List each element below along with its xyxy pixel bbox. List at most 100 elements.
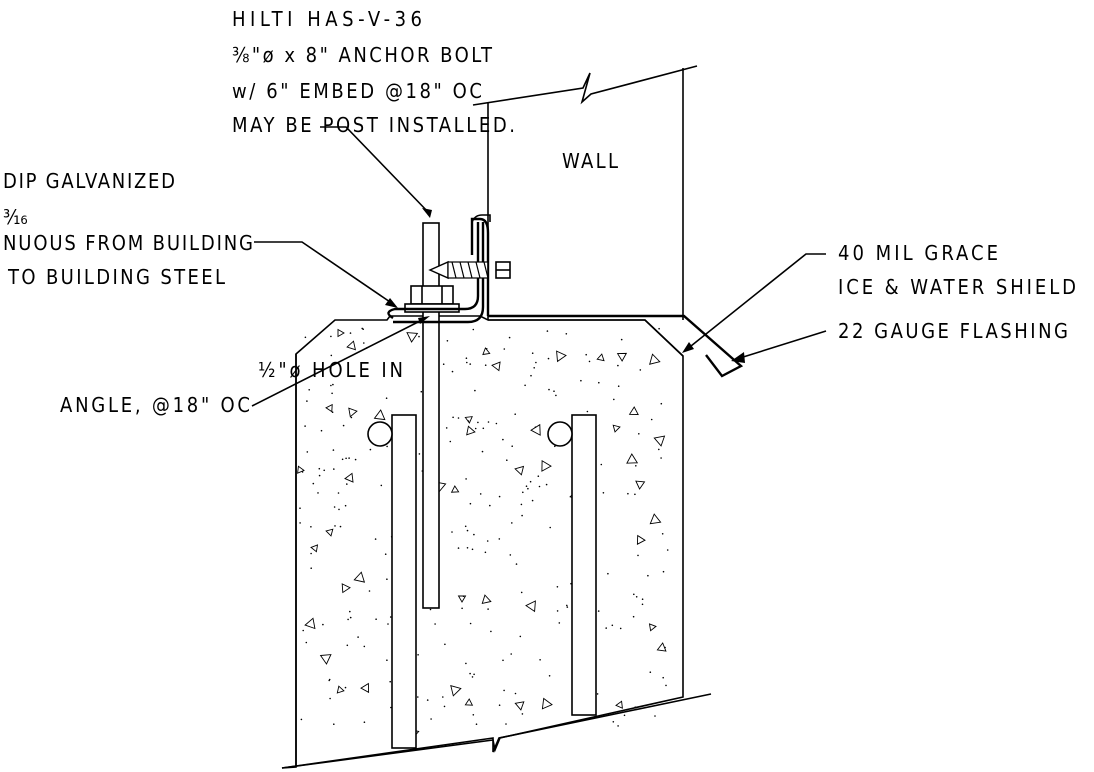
aggregate-mark bbox=[514, 465, 525, 476]
vertical-rebar bbox=[391, 414, 597, 749]
stipple-dot bbox=[465, 662, 467, 665]
stipple-dot bbox=[635, 465, 637, 467]
stipple-dot bbox=[386, 659, 388, 661]
stipple-dot bbox=[385, 397, 388, 400]
stipple-dot bbox=[342, 424, 345, 427]
aggregate-mark bbox=[612, 424, 621, 433]
aggregate-mark bbox=[297, 465, 305, 474]
stipple-dot bbox=[502, 438, 504, 441]
stipple-dot bbox=[304, 336, 307, 339]
stipple-dot bbox=[623, 714, 626, 717]
stipple-dot bbox=[474, 389, 476, 392]
aggregate-mark bbox=[344, 472, 354, 483]
stipple-dot bbox=[418, 335, 420, 338]
stipple-dot bbox=[498, 538, 501, 540]
stipple-dot bbox=[329, 697, 331, 700]
stipple-dot bbox=[474, 427, 477, 430]
stipple-dot bbox=[375, 618, 377, 620]
stipple-dot bbox=[420, 390, 423, 393]
stipple-dot bbox=[580, 379, 582, 382]
stipple-dot bbox=[333, 506, 336, 508]
stipple-dot bbox=[380, 484, 383, 487]
aggregate-mark bbox=[626, 453, 639, 464]
stipple-dot bbox=[362, 328, 365, 331]
stipple-dot bbox=[350, 416, 353, 419]
stipple-dot bbox=[341, 458, 344, 461]
stipple-dot bbox=[612, 721, 615, 723]
stipple-dot bbox=[537, 475, 540, 478]
stipple-dot bbox=[515, 563, 518, 565]
stipple-dot bbox=[301, 471, 304, 473]
stipple-dot bbox=[363, 342, 365, 344]
stipple-dot bbox=[318, 467, 321, 470]
stipple-dot bbox=[503, 348, 506, 350]
stipple-dot bbox=[602, 492, 605, 494]
stipple-dot bbox=[443, 705, 446, 708]
stipple-dot bbox=[545, 483, 548, 486]
steel-angle bbox=[387, 222, 485, 324]
stipple-dot bbox=[548, 675, 551, 677]
angle-spec-line-4: TO BUILDING STEEL bbox=[7, 265, 225, 289]
stipple-dot bbox=[639, 369, 642, 371]
stipple-dot bbox=[389, 616, 392, 618]
flashing-note: 22 GAUGE FLASHING bbox=[838, 319, 1068, 343]
stipple-dot bbox=[349, 610, 351, 613]
stipple-dot bbox=[508, 336, 511, 339]
aggregate-mark bbox=[616, 352, 628, 362]
aggregate-mark bbox=[596, 353, 605, 362]
aggregate-mark bbox=[325, 403, 333, 413]
stipple-dot bbox=[430, 718, 432, 720]
stipple-dot bbox=[457, 547, 460, 549]
bolt-spec-line-3: w/ 6" EMBED @18" OC bbox=[232, 79, 482, 103]
aggregate-mark bbox=[348, 407, 358, 418]
stipple-dot bbox=[471, 676, 474, 678]
stipple-dot bbox=[452, 416, 454, 419]
stipple-dot bbox=[429, 608, 432, 611]
flashing-and-shield bbox=[470, 214, 744, 378]
aggregate-mark bbox=[353, 571, 366, 583]
stipple-dot bbox=[466, 361, 468, 364]
stipple-dot bbox=[635, 596, 638, 598]
aggregate-mark bbox=[635, 480, 646, 490]
aggregate-mark bbox=[337, 328, 345, 338]
stipple-dot bbox=[534, 426, 537, 429]
stipple-dot bbox=[462, 595, 465, 597]
stipple-dot bbox=[634, 706, 636, 708]
stipple-dot bbox=[605, 627, 607, 629]
stipple-dot bbox=[661, 533, 664, 535]
stipple-dot bbox=[505, 723, 507, 725]
stipple-dot bbox=[305, 641, 308, 644]
stipple-dot bbox=[617, 725, 619, 727]
stipple-dot bbox=[617, 364, 619, 367]
stipple-dot bbox=[637, 554, 639, 557]
stipple-dot bbox=[345, 457, 347, 460]
stipple-dot bbox=[332, 383, 334, 386]
stipple-dot bbox=[300, 718, 303, 721]
wall-section bbox=[472, 65, 698, 320]
aggregate-mark bbox=[450, 685, 462, 697]
stipple-dot bbox=[487, 608, 489, 610]
stipple-dot bbox=[312, 482, 315, 485]
aggregate-mark bbox=[450, 485, 460, 493]
stipple-dot bbox=[333, 468, 335, 470]
aggregate-mark bbox=[457, 595, 467, 603]
stipple-dot bbox=[506, 459, 508, 462]
aggregate-mark bbox=[373, 409, 386, 421]
stipple-dot bbox=[331, 392, 333, 395]
stipple-dot bbox=[471, 548, 474, 551]
stipple-dot bbox=[489, 504, 491, 507]
shield-note-line-2: ICE & WATER SHIELD bbox=[838, 275, 1076, 299]
stipple-dot bbox=[469, 622, 472, 625]
stipple-dot bbox=[473, 533, 475, 536]
stipple-dot bbox=[344, 686, 347, 689]
stipple-dot bbox=[617, 385, 620, 388]
stipple-dot bbox=[566, 606, 569, 608]
wall-label: WALL bbox=[562, 149, 618, 173]
stipple-dot bbox=[556, 586, 559, 588]
stipple-dot bbox=[354, 458, 357, 461]
stipple-dot bbox=[498, 704, 501, 706]
stipple-dot bbox=[498, 495, 501, 498]
stipple-dot bbox=[330, 335, 332, 338]
stipple-dot bbox=[304, 425, 306, 427]
stipple-dot bbox=[299, 522, 301, 524]
